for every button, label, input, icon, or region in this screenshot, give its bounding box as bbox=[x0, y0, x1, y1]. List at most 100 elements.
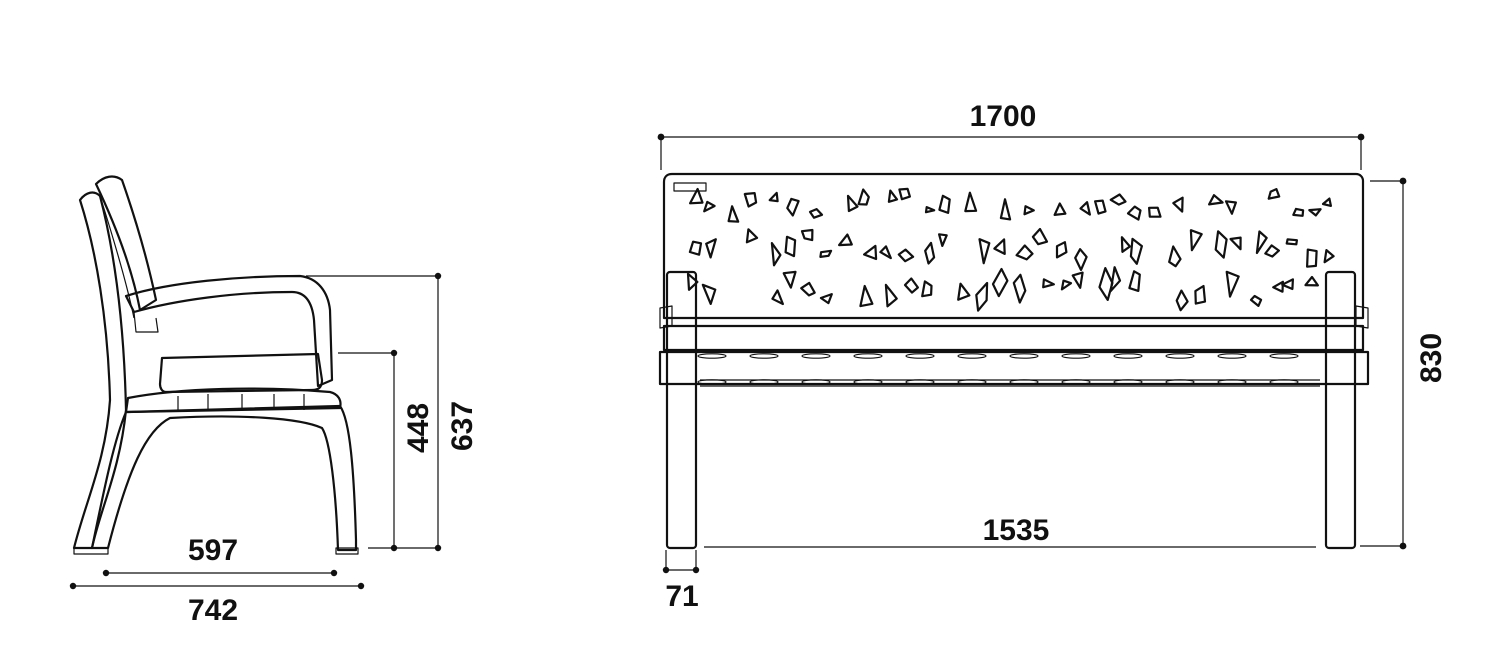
backrest-cutout bbox=[937, 233, 948, 247]
seat-slot bbox=[697, 353, 727, 359]
backrest-cutout bbox=[1229, 236, 1242, 251]
backrest-cutout bbox=[1249, 294, 1263, 307]
backrest-cutout bbox=[786, 197, 800, 217]
backrest-cutout bbox=[703, 200, 716, 213]
backrest-cutout bbox=[1129, 237, 1144, 265]
seat-slot bbox=[1113, 379, 1143, 385]
backrest-cutout bbox=[1023, 205, 1035, 216]
backrest-cutout bbox=[701, 283, 717, 305]
backrest-cutout bbox=[1321, 197, 1333, 207]
backrest-cutout bbox=[784, 235, 797, 258]
backrest-cutout bbox=[1071, 271, 1084, 289]
seat-slot bbox=[905, 379, 935, 385]
seat-slot bbox=[1269, 353, 1299, 359]
backrest-cutout bbox=[771, 289, 785, 306]
seat-slot bbox=[957, 353, 987, 359]
backrest-cutout bbox=[1055, 241, 1068, 259]
backrest-cutout bbox=[1042, 278, 1056, 289]
side-armrest bbox=[124, 274, 334, 388]
side-dimensions: 597 742 448 637 bbox=[69, 272, 479, 627]
dim-front-overall-width: 1700 bbox=[970, 100, 1037, 133]
side-seat-frame bbox=[124, 387, 342, 414]
backrest-cutout bbox=[1098, 267, 1114, 301]
backrest-cutout bbox=[897, 248, 915, 263]
backrest-cutout bbox=[1126, 205, 1142, 221]
front-dimensions: 1700 1535 71 830 bbox=[657, 100, 1448, 613]
seat-slot bbox=[749, 353, 779, 359]
seat-slot bbox=[853, 379, 883, 385]
seat-slot bbox=[1165, 353, 1195, 359]
front-seat-top-rail bbox=[662, 324, 1365, 352]
backrest-cutout bbox=[884, 283, 898, 308]
dim-side-overall-depth: 742 bbox=[188, 594, 238, 627]
backrest-cutout bbox=[1305, 248, 1318, 268]
backrest-cutout bbox=[688, 240, 703, 256]
backrest-cutout bbox=[1175, 289, 1189, 312]
backrest-cutout bbox=[745, 228, 759, 244]
backrest-cutout bbox=[1189, 229, 1203, 252]
seat-slot bbox=[905, 353, 935, 359]
front-left-leg bbox=[665, 270, 698, 550]
side-leg-frame bbox=[90, 404, 358, 552]
backrest-cutout bbox=[1255, 230, 1268, 255]
seat-slot bbox=[697, 379, 727, 385]
seat-slot bbox=[957, 379, 987, 385]
backrest-cutout bbox=[1053, 202, 1067, 216]
backrest-cutout bbox=[999, 198, 1012, 221]
backrest-cutout bbox=[1285, 238, 1299, 246]
seat-slot bbox=[1165, 379, 1195, 385]
backrest-cutout bbox=[770, 242, 782, 267]
front-view bbox=[658, 172, 1370, 550]
backrest-cutout bbox=[1128, 270, 1141, 292]
dim-side-seat-height: 448 bbox=[402, 403, 435, 453]
backrest-cutout bbox=[924, 206, 936, 214]
backrest-cutout bbox=[1093, 199, 1107, 215]
backrest-cutout bbox=[705, 238, 717, 259]
backrest-cutout bbox=[938, 194, 951, 214]
backrest-cutout bbox=[1272, 280, 1285, 293]
front-backrest-panel bbox=[662, 172, 1365, 320]
backrest-cutout bbox=[862, 244, 878, 261]
backrest-cutout bbox=[1109, 193, 1127, 206]
backrest-cutout bbox=[819, 249, 833, 258]
seat-slot bbox=[1269, 379, 1299, 385]
backrest-cutout bbox=[1031, 227, 1049, 246]
side-back-cushion bbox=[94, 175, 158, 312]
backrest-cutout bbox=[975, 281, 989, 312]
dim-side-seat-depth: 597 bbox=[188, 534, 238, 567]
backrest-cutout bbox=[1172, 196, 1184, 213]
backrest-cutout bbox=[1012, 273, 1027, 304]
backrest-cutout bbox=[1267, 188, 1281, 200]
backrest-cutout bbox=[887, 189, 899, 203]
backrest-cutout bbox=[1308, 208, 1322, 217]
backrest-cutout bbox=[924, 241, 936, 265]
dim-side-armrest-height: 637 bbox=[446, 401, 479, 451]
backrest-cutout bbox=[800, 228, 814, 242]
dim-front-leg-width: 71 bbox=[665, 580, 698, 613]
front-label-plate bbox=[673, 182, 707, 192]
backrest-cutout bbox=[688, 187, 704, 205]
backrest-cutout bbox=[837, 233, 853, 247]
backrest-cutout bbox=[898, 187, 912, 201]
backrest-cutout bbox=[879, 245, 892, 260]
backrest-cutout bbox=[1281, 278, 1295, 291]
backrest-cutout bbox=[1120, 236, 1132, 253]
backrest-cutout bbox=[1225, 270, 1240, 298]
side-view bbox=[72, 175, 359, 555]
backrest-cutout bbox=[921, 280, 933, 298]
seat-slot bbox=[1113, 353, 1143, 359]
backrest-cutout bbox=[768, 191, 779, 203]
backrest-cutout bbox=[1323, 249, 1335, 264]
dim-front-overall-height: 830 bbox=[1415, 333, 1448, 383]
backrest-cutout bbox=[964, 191, 978, 213]
front-seat-slots bbox=[697, 353, 1299, 385]
backrest-cutout bbox=[1074, 248, 1088, 271]
backrest-cutout bbox=[743, 192, 758, 208]
backrest-cutout bbox=[1168, 245, 1182, 268]
dim-front-leg-spacing: 1535 bbox=[983, 514, 1050, 547]
backrest-cutout bbox=[686, 272, 699, 291]
backrest-cutout bbox=[978, 238, 991, 265]
backrest-cutout bbox=[1079, 201, 1092, 216]
backrest-cutout bbox=[1060, 279, 1073, 291]
